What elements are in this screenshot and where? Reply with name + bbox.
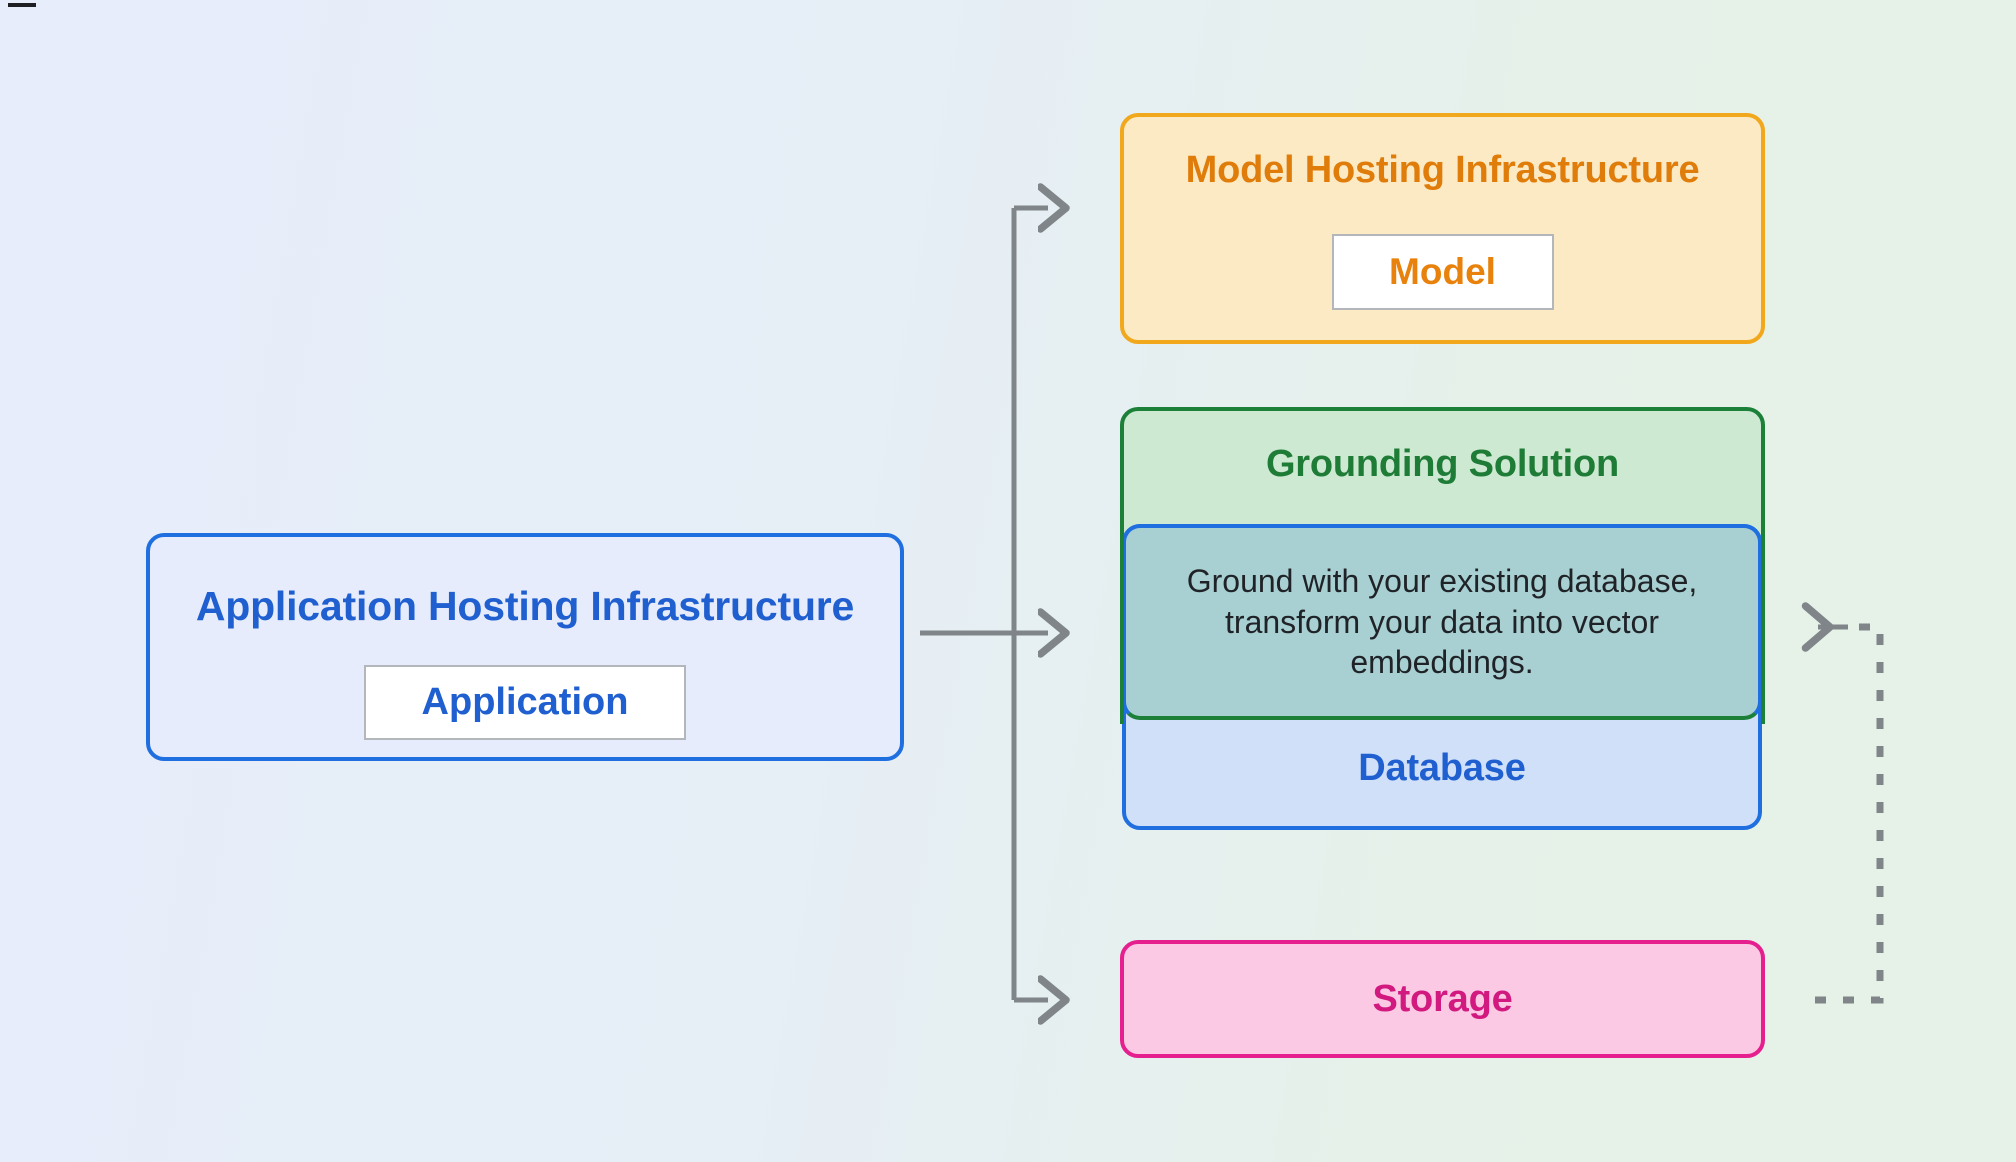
storage-title: Storage bbox=[1372, 977, 1513, 1020]
application-hosting-title: Application Hosting Infrastructure bbox=[195, 583, 855, 629]
chip-model[interactable]: Model bbox=[1331, 234, 1554, 310]
node-application-hosting-infrastructure[interactable]: Application Hosting Infrastructure Appli… bbox=[146, 533, 904, 761]
grounding-left-edge-overlay bbox=[1120, 524, 1124, 724]
node-storage[interactable]: Storage bbox=[1120, 940, 1765, 1058]
solid-connector-group bbox=[920, 208, 1048, 1000]
grounding-solution-title: Grounding Solution bbox=[1265, 443, 1620, 485]
model-hosting-title: Model Hosting Infrastructure bbox=[1185, 149, 1700, 191]
node-model-hosting-infrastructure[interactable]: Model Hosting Infrastructure Model bbox=[1120, 113, 1765, 344]
dashed-connector-group bbox=[1815, 623, 1884, 1004]
database-title: Database bbox=[1358, 747, 1526, 789]
node-grounding-database-overlap[interactable]: Ground with your existing database, tran… bbox=[1122, 524, 1762, 720]
overlap-description: Ground with your existing database, tran… bbox=[1186, 562, 1698, 681]
connector-storage-to-database-dashed bbox=[1815, 623, 1884, 1004]
grounding-right-edge-overlay bbox=[1761, 524, 1765, 724]
chip-application[interactable]: Application bbox=[364, 665, 686, 740]
corner-artifact bbox=[8, 3, 36, 7]
